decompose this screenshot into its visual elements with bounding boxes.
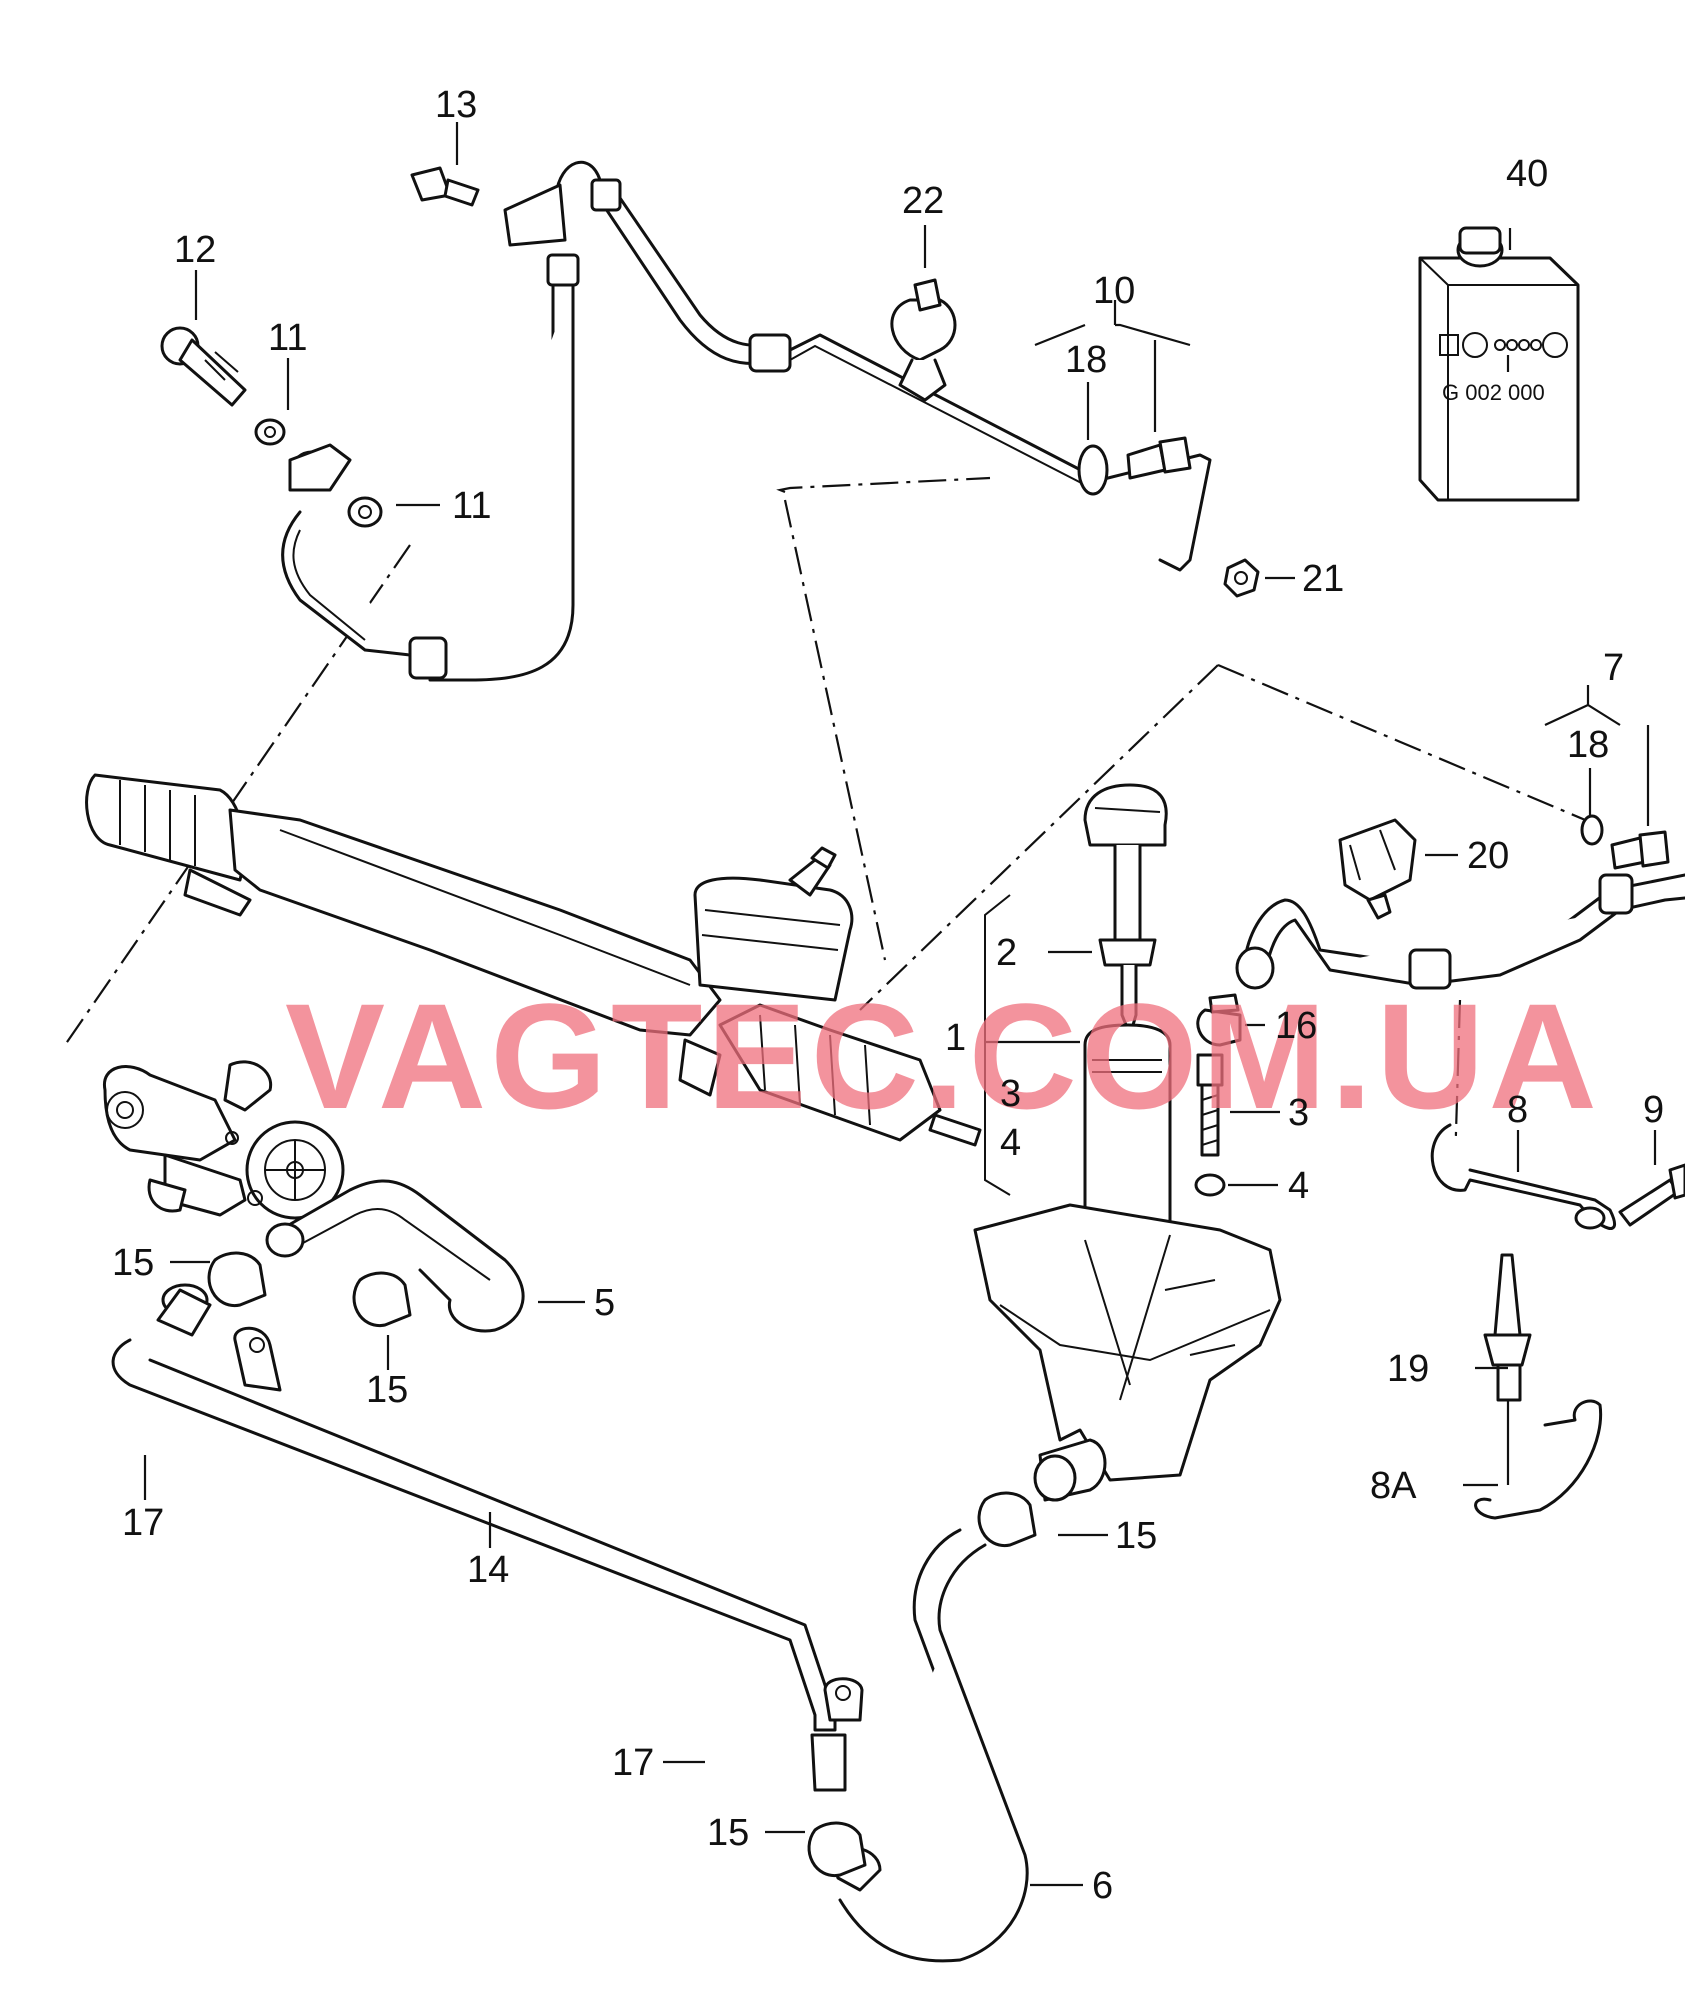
label-3-left: 3: [1000, 1073, 1021, 1115]
label-16: 16: [1275, 1005, 1317, 1047]
clip-22: [890, 278, 957, 402]
label-14: 14: [467, 1549, 509, 1591]
label-8A: 8A: [1370, 1465, 1417, 1507]
label-6: 6: [1092, 1865, 1113, 1907]
label-4-right: 4: [1288, 1165, 1309, 1207]
rivet-19: [1474, 1253, 1603, 1520]
label-15-left: 15: [112, 1242, 154, 1284]
label-15-right: 15: [1115, 1515, 1157, 1557]
label-8: 8: [1507, 1089, 1528, 1131]
label-3-right: 3: [1288, 1092, 1309, 1134]
label-40: 40: [1506, 153, 1548, 195]
label-2: 2: [996, 932, 1017, 974]
label-10: 10: [1093, 270, 1135, 312]
hose-14: [111, 1283, 864, 1792]
reservoir: [973, 783, 1282, 1502]
label-13: 13: [435, 84, 477, 126]
label-7: 7: [1603, 647, 1624, 689]
label-9: 9: [1643, 1089, 1664, 1131]
label-12: 12: [174, 229, 216, 271]
hose-5: [265, 1179, 525, 1333]
label-11-lower: 11: [452, 485, 491, 527]
label-15-mid: 15: [366, 1369, 408, 1411]
bracket-8: [1430, 1123, 1685, 1230]
label-18-right: 18: [1567, 724, 1609, 766]
steering-rack: [85, 773, 982, 1147]
clamps-15: [207, 1251, 1037, 1877]
fluid-can-40: G 002 000: [1418, 226, 1580, 502]
clip-20: [1338, 818, 1417, 920]
label-17-left: 17: [122, 1502, 164, 1544]
label-17-bottom: 17: [612, 1742, 654, 1784]
label-21: 21: [1302, 558, 1344, 600]
pressure-hose-assembly: [160, 160, 1212, 682]
watermark-text: VAGTEC.COM.UA: [285, 972, 1601, 1140]
label-19: 19: [1387, 1348, 1429, 1390]
label-22: 22: [902, 180, 944, 222]
label-18-upper: 18: [1065, 339, 1107, 381]
part-labels: 13 12 11 11 22 10 18 21 40 7 18 20 2 1 3…: [112, 84, 1664, 1907]
label-5: 5: [594, 1282, 615, 1324]
label-4-left: 4: [1000, 1122, 1021, 1164]
can-part-number: G 002 000: [1442, 380, 1545, 405]
label-15-bottom: 15: [707, 1812, 749, 1854]
label-11-upper: 11: [268, 317, 307, 359]
hose-7: [1196, 814, 1685, 1047]
pump: [103, 1060, 345, 1220]
leader-lines: [143, 122, 1657, 1887]
hose-6: [828, 1528, 1029, 1963]
label-1: 1: [945, 1017, 966, 1059]
label-20: 20: [1467, 835, 1509, 877]
fitting-10: [1077, 436, 1260, 598]
